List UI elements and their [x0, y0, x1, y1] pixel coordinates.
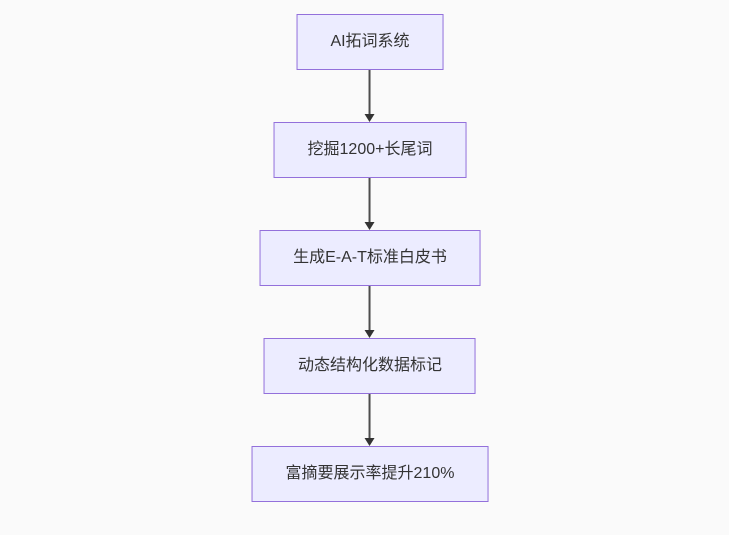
flowchart: AI拓词系统 挖掘1200+长尾词 生成E-A-T标准白皮书 动态结构化数据标记… [251, 14, 489, 502]
arrow-down-2 [364, 178, 376, 230]
arrowhead-icon [365, 330, 375, 338]
arrow-down-3 [364, 286, 376, 338]
arrow-shaft [369, 70, 371, 115]
flow-node-dynamic-structured-data-markup: 动态结构化数据标记 [263, 338, 476, 394]
arrow-shaft [369, 178, 371, 223]
flow-node-ai-word-expansion-system: AI拓词系统 [296, 14, 444, 70]
arrow-down-4 [364, 394, 376, 446]
arrowhead-icon [365, 114, 375, 122]
arrowhead-icon [365, 222, 375, 230]
flow-node-mine-longtail-keywords: 挖掘1200+长尾词 [273, 122, 467, 178]
flow-node-generate-eat-whitepaper: 生成E-A-T标准白皮书 [259, 230, 481, 286]
arrowhead-icon [365, 438, 375, 446]
arrow-shaft [369, 286, 371, 331]
arrow-down-1 [364, 70, 376, 122]
flow-node-rich-snippet-rate-increase: 富摘要展示率提升210% [251, 446, 489, 502]
arrow-shaft [369, 394, 371, 439]
